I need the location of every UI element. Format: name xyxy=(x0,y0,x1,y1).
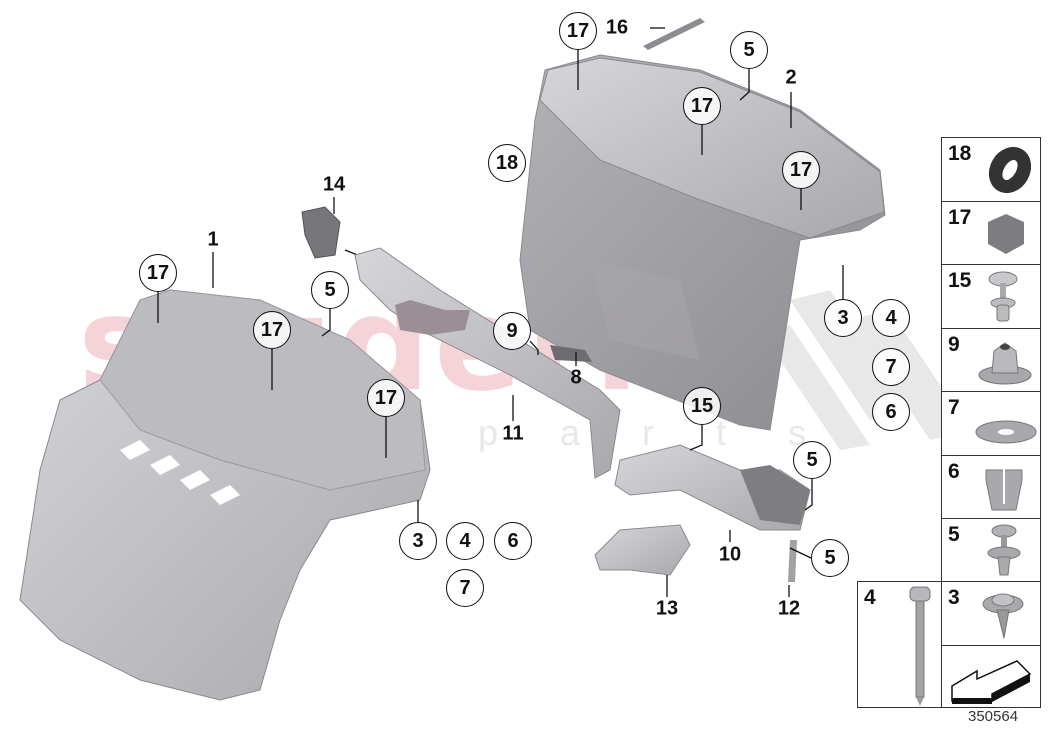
grommet-icon xyxy=(988,146,1032,194)
callout-4[interactable]: 4 xyxy=(446,522,484,560)
direction-arrow-icon xyxy=(951,660,1032,704)
callout-7[interactable]: 7 xyxy=(872,348,910,386)
legend-item-18[interactable]: 18 xyxy=(941,137,1041,202)
callout-6[interactable]: 6 xyxy=(872,393,910,431)
hex-nut-cap-icon xyxy=(988,214,1024,254)
callout-17[interactable]: 17 xyxy=(683,87,721,125)
part-10-duct-end xyxy=(740,465,810,525)
legend-item-3[interactable]: 3 xyxy=(941,581,1041,646)
callout-15[interactable]: 15 xyxy=(683,387,721,425)
label-1[interactable]: 1 xyxy=(207,228,219,251)
label-14[interactable]: 14 xyxy=(322,173,346,196)
self-tapping-screw-icon xyxy=(982,593,1024,639)
callout-17[interactable]: 17 xyxy=(782,151,820,189)
callout-18[interactable]: 18 xyxy=(488,144,526,182)
legend-item-5[interactable]: 5 xyxy=(941,518,1041,582)
flange-nut-icon xyxy=(978,342,1032,385)
legend-item-9[interactable]: 9 xyxy=(941,328,1041,392)
callout-5[interactable]: 5 xyxy=(793,441,831,479)
part-16-strip xyxy=(643,18,705,50)
part-13-elbow xyxy=(594,524,691,576)
callout-3[interactable]: 3 xyxy=(399,522,437,560)
callout-7[interactable]: 7 xyxy=(446,569,484,607)
callout-5[interactable]: 5 xyxy=(311,271,349,309)
legend-item-17[interactable]: 17 xyxy=(941,201,1041,265)
part-8-bracket xyxy=(550,345,592,362)
part-14-bracket xyxy=(301,206,341,259)
clip-nut-icon xyxy=(985,464,1023,511)
legend-item-15[interactable]: 15 xyxy=(941,264,1041,329)
label-13[interactable]: 13 xyxy=(655,597,679,620)
label-16[interactable]: 16 xyxy=(605,16,629,39)
leader-lines xyxy=(157,27,844,597)
callout-17[interactable]: 17 xyxy=(367,379,405,417)
callout-3[interactable]: 3 xyxy=(824,299,862,337)
label-2[interactable]: 2 xyxy=(785,66,797,89)
diagram-id: 350564 xyxy=(968,708,1019,725)
part-1-left-panel xyxy=(19,289,431,701)
washer-icon xyxy=(975,420,1037,444)
label-12[interactable]: 12 xyxy=(777,597,801,620)
label-11[interactable]: 11 xyxy=(502,422,524,445)
push-rivet-icon xyxy=(987,524,1021,576)
part-2-rear-panel xyxy=(519,54,886,431)
part-11-duct-pad xyxy=(395,300,470,335)
part-12-strip xyxy=(788,540,797,582)
callout-5[interactable]: 5 xyxy=(730,31,768,69)
callout-5[interactable]: 5 xyxy=(811,539,849,577)
callout-17[interactable]: 17 xyxy=(559,12,597,50)
legend-item-7[interactable]: 7 xyxy=(941,391,1041,456)
expansion-rivet-icon xyxy=(988,271,1018,322)
label-8[interactable]: 8 xyxy=(570,366,582,389)
legend-item-arrow[interactable] xyxy=(941,645,1041,708)
label-10[interactable]: 10 xyxy=(718,543,742,566)
callout-17[interactable]: 17 xyxy=(253,311,291,349)
callout-4[interactable]: 4 xyxy=(872,299,910,337)
callout-9[interactable]: 9 xyxy=(493,312,531,350)
callout-6[interactable]: 6 xyxy=(494,522,532,560)
callout-17[interactable]: 17 xyxy=(139,254,177,292)
legend-item-4[interactable]: 4 xyxy=(857,581,942,708)
long-bolt-icon xyxy=(909,586,931,706)
legend-item-6[interactable]: 6 xyxy=(941,455,1041,519)
